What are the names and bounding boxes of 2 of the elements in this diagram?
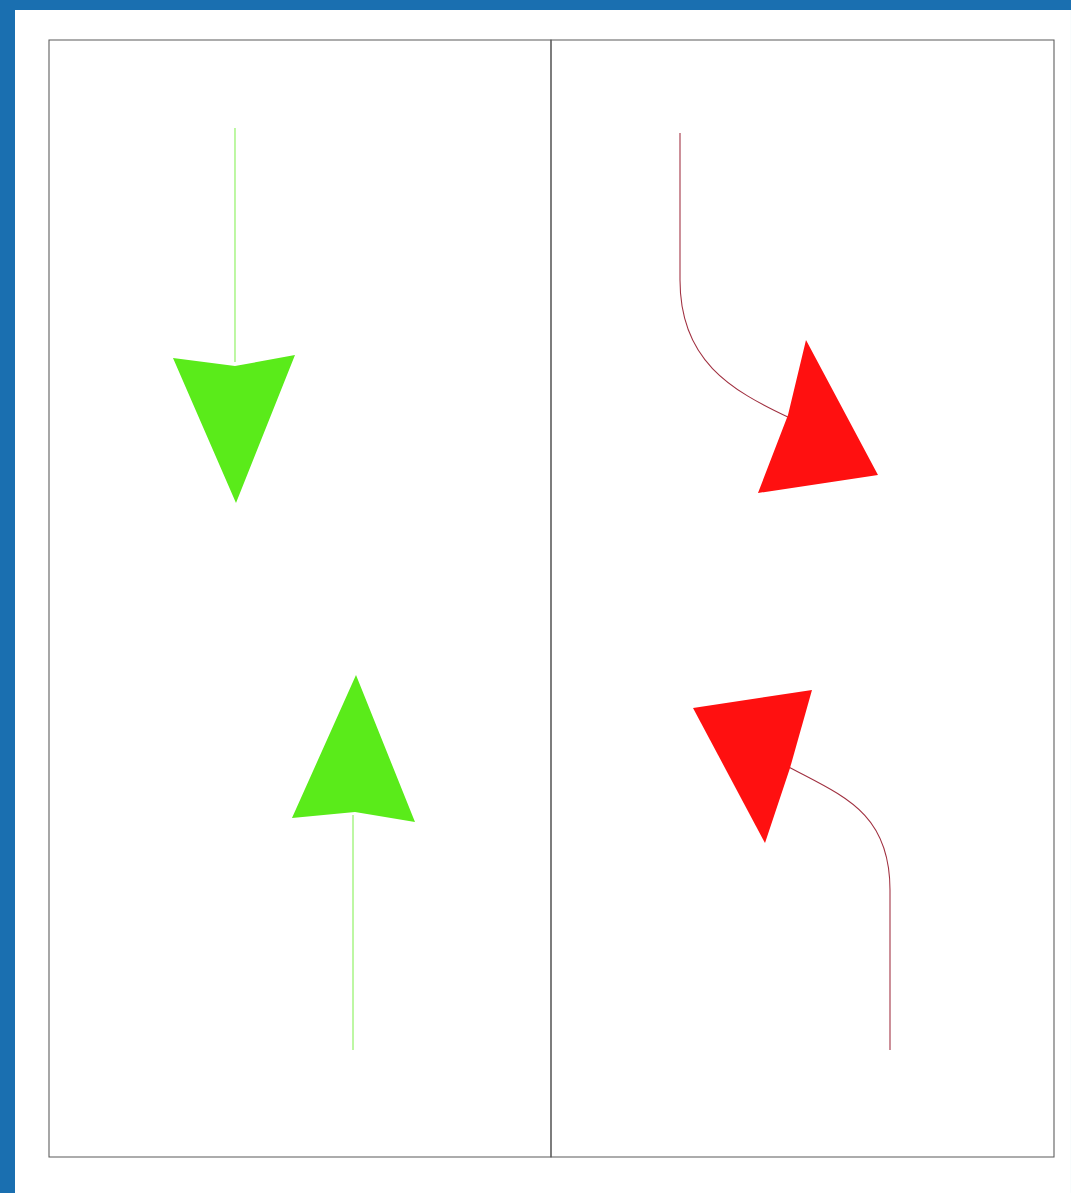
panel-box [550,39,1055,1158]
panel-box [48,39,552,1158]
